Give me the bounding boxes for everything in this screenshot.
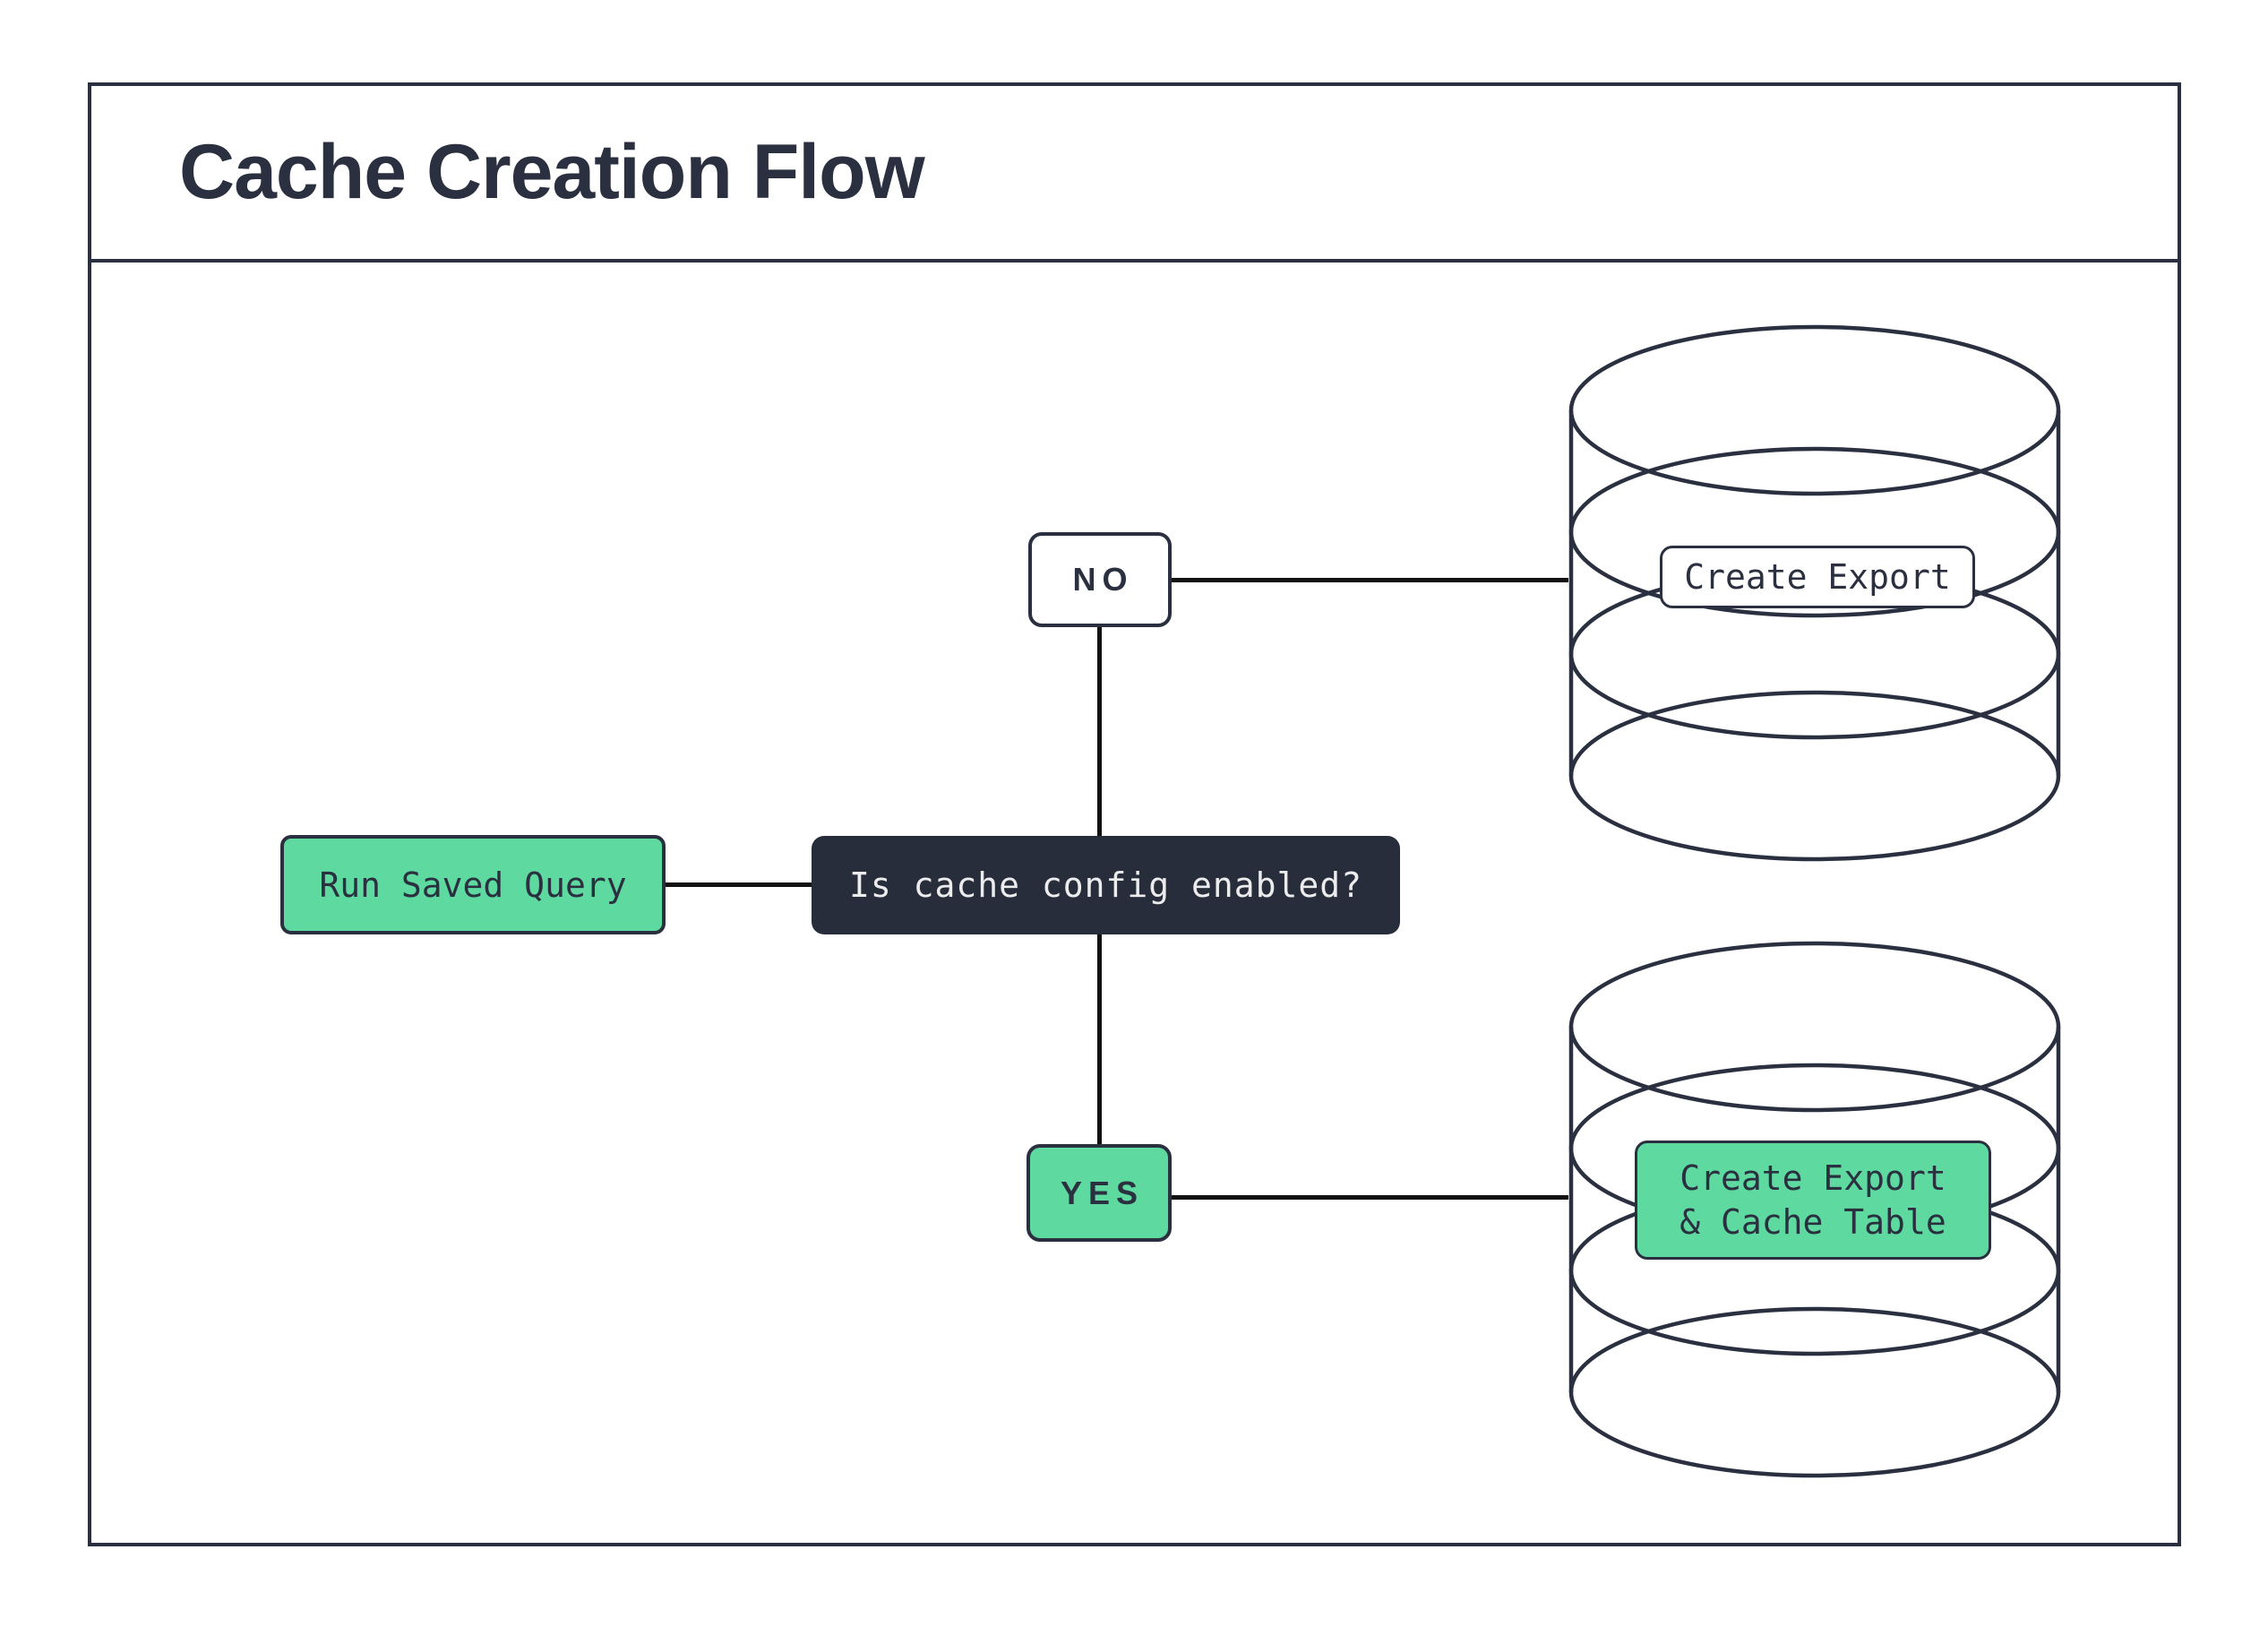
connector-question-to-yes: [1097, 934, 1102, 1144]
branch-label-yes: YES: [1027, 1144, 1172, 1242]
page-title: Cache Creation Flow: [179, 129, 925, 215]
connector-start-to-question: [666, 882, 812, 887]
node-cache-config-question: Is cache config enabled?: [812, 836, 1400, 934]
title-bar: Cache Creation Flow: [91, 86, 2178, 263]
connector-no-to-database: [1172, 578, 1568, 582]
connector-question-to-no: [1097, 627, 1102, 836]
node-run-saved-query: Run Saved Query: [280, 835, 666, 934]
node-create-export-cache-table: Create Export & Cache Table: [1635, 1141, 1991, 1260]
node-create-export: Create Export: [1660, 546, 1975, 608]
connector-yes-to-database: [1172, 1195, 1568, 1200]
branch-label-no: NO: [1028, 532, 1172, 627]
